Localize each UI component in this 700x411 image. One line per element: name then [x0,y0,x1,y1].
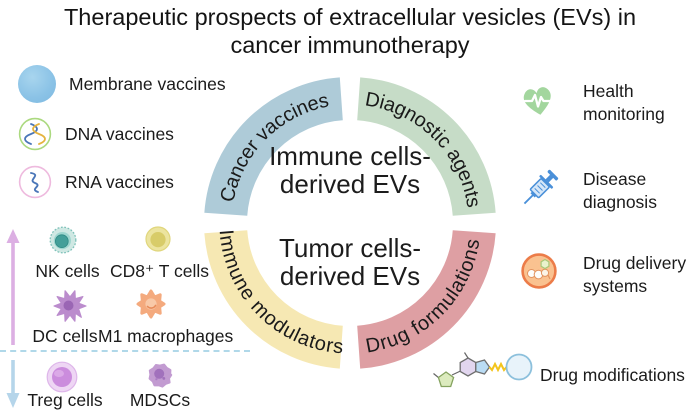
dna-vaccines-item: DNA vaccines [18,117,174,151]
arc-cancer-vaccines [204,77,344,217]
svg-text:Immune cells-: Immune cells- [269,141,431,171]
arc-immune-modulators [204,229,344,369]
membrane-vaccines-item: Membrane vaccines [18,65,226,103]
mdscs-label: MDSCs [129,390,191,410]
divider-dashed-line [0,350,250,352]
membrane-vaccine-icon [18,65,56,103]
rna-vaccines-item: RNA vaccines [18,165,174,199]
disease-diagnosis-label: Disease diagnosis [583,169,657,212]
ev-donut-diagram: Cancer vaccines Diagnostic agents Immune… [204,77,496,369]
heart-pulse-icon [523,87,553,115]
mdsc-cell-icon [148,363,173,388]
cd8-t-cell-icon [145,226,171,252]
immune-boost-arrow [6,229,20,345]
svg-text:Tumor cells-: Tumor cells- [279,233,421,263]
rna-strand-icon [18,165,52,199]
rna-vaccines-label: RNA vaccines [65,171,174,192]
cd8-t-cells-label: CD8⁺ T cells [109,261,210,281]
title-line-1: Therapeutic prospects of extracellular v… [63,4,637,30]
dna-helix-icon [18,117,52,151]
syringe-icon [523,169,559,205]
nk-cells-label: NK cells [35,261,100,281]
molecule-icon [433,352,533,388]
immune-suppress-arrow [6,360,20,408]
drug-modifications-label: Drug modifications [540,365,685,385]
dna-vaccines-label: DNA vaccines [65,123,174,144]
m1-macrophage-icon [136,289,166,319]
figure-title: Therapeutic prospects of extracellular v… [0,3,700,59]
title-line-2: cancer immunotherapy [230,32,470,58]
m1-macrophages-label: M1 macrophages [98,326,234,346]
center-label-tumor-evs: Tumor cells- derived EVs [279,233,421,291]
drug-delivery-systems-label: Drug delivery systems [583,253,687,296]
nk-cell-icon [49,226,77,254]
health-monitoring-label: Health monitoring [583,81,665,124]
arc-diagnostic-agents [356,77,496,217]
dc-cell-icon [53,290,87,322]
svg-text:derived EVs: derived EVs [280,169,420,199]
drug-carrier-icon [521,253,557,289]
center-label-immune-evs: Immune cells- derived EVs [269,141,431,199]
membrane-vaccines-label: Membrane vaccines [69,73,226,94]
arc-drug-formulations [356,229,496,369]
treg-cell-icon [46,361,78,393]
dc-cells-label: DC cells [32,326,98,346]
treg-cells-label: Treg cells [27,390,103,410]
svg-text:derived EVs: derived EVs [280,261,420,291]
